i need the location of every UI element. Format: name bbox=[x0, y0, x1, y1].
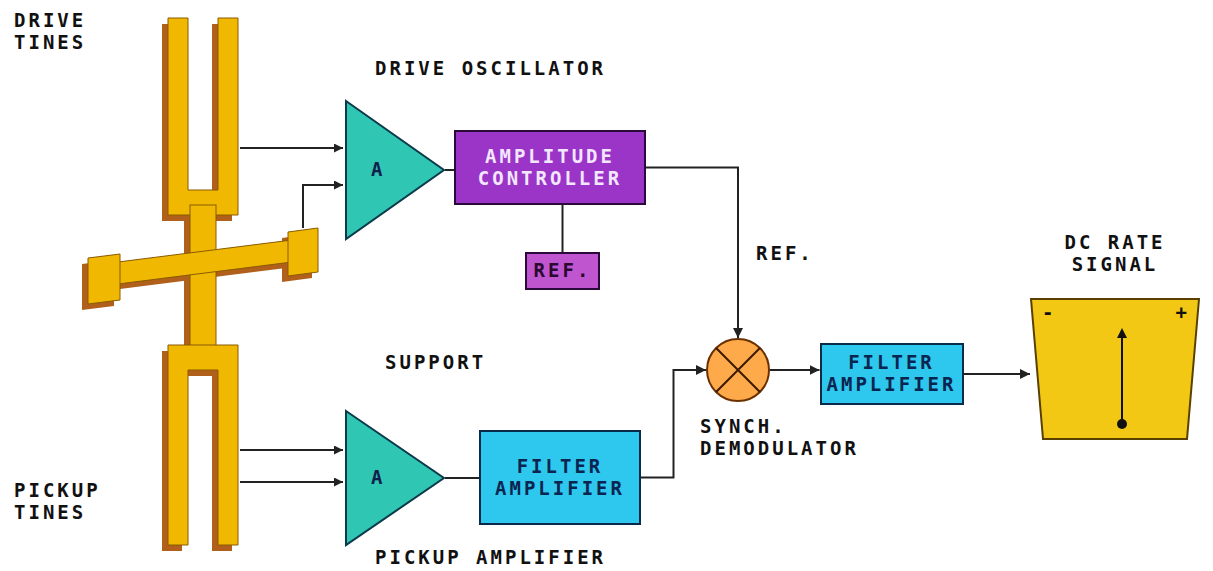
part-label: DRIVE TINES bbox=[14, 10, 106, 54]
node-text: REF. bbox=[534, 260, 592, 282]
signal-connector bbox=[445, 169, 454, 171]
connector-label: REF. bbox=[754, 243, 816, 265]
text-area: REF. bbox=[525, 252, 600, 290]
filter-amplifier-box: FILTER AMPLIFIER bbox=[820, 343, 964, 405]
block-label: PICKUP AMPLIFIER bbox=[375, 547, 606, 569]
demodulator-circle-outline bbox=[706, 338, 770, 402]
amplifier-triangle: A bbox=[345, 100, 445, 240]
sensor-wires bbox=[240, 148, 343, 482]
node-text: A bbox=[371, 467, 385, 489]
amplifier-triangle-outline bbox=[345, 410, 445, 546]
block-label: DRIVE OSCILLATOR bbox=[375, 58, 606, 80]
text-area bbox=[706, 338, 770, 402]
text-area: AMPLITUDE CONTROLLER bbox=[454, 130, 646, 205]
signal-connector bbox=[646, 168, 738, 339]
node-heading: + bbox=[1176, 302, 1190, 324]
signal-connector bbox=[562, 205, 564, 252]
part-label: SUPPORT bbox=[385, 352, 486, 374]
node-text: AMPLITUDE CONTROLLER bbox=[462, 146, 638, 190]
node-heading: - bbox=[1042, 302, 1056, 324]
signal-connector bbox=[964, 373, 1031, 375]
node-text: FILTER AMPLIFIER bbox=[487, 456, 633, 500]
filter-amplifier-box: FILTER AMPLIFIER bbox=[479, 430, 641, 525]
reference-box: REF. bbox=[525, 252, 600, 290]
rate-meter: DC RATE SIGNAL-+ bbox=[1030, 298, 1200, 440]
amplifier-triangle-outline bbox=[345, 100, 445, 240]
text-area: A bbox=[345, 100, 445, 240]
amplitude-controller-box: AMPLITUDE CONTROLLER bbox=[454, 130, 646, 205]
node-text: FILTER AMPLIFIER bbox=[826, 352, 958, 396]
node-heading: DC RATE SIGNAL bbox=[1060, 232, 1170, 276]
signal-connector bbox=[641, 370, 706, 478]
signal-connector bbox=[445, 477, 479, 479]
signal-connector bbox=[770, 369, 820, 371]
fork-shadow bbox=[82, 24, 312, 551]
text-area: FILTER AMPLIFIER bbox=[820, 343, 964, 405]
tuning-fork bbox=[88, 18, 318, 545]
text-area: FILTER AMPLIFIER bbox=[479, 430, 641, 525]
node-heading: SYNCH. DEMODULATOR bbox=[700, 416, 872, 460]
node-text: A bbox=[371, 159, 385, 181]
part-label: PICKUP TINES bbox=[14, 480, 114, 524]
demodulator-circle: SYNCH. DEMODULATOR bbox=[706, 338, 770, 402]
text-area: A bbox=[345, 410, 445, 546]
amplifier-triangle: A bbox=[345, 410, 445, 546]
